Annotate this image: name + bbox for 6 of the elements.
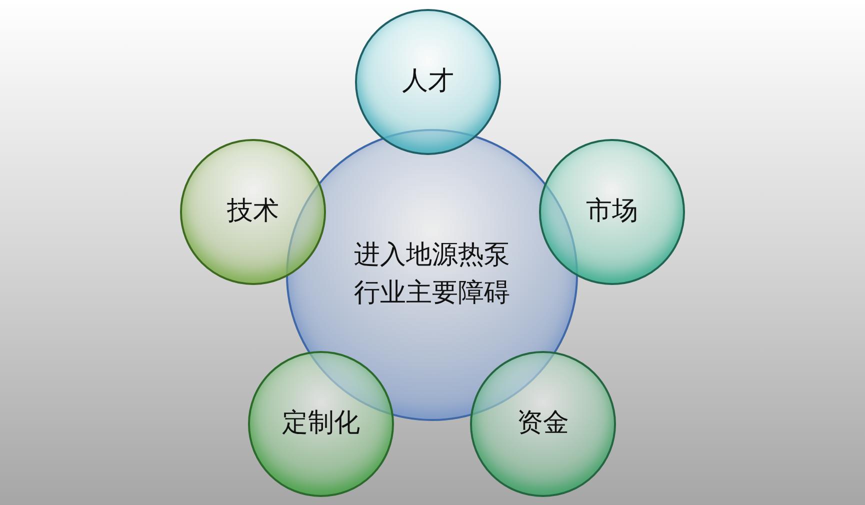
circle-label: 进入地源热泵行业主要障碍 xyxy=(352,239,511,310)
circle-label: 市场 xyxy=(586,195,638,228)
circle-label: 技术 xyxy=(227,195,279,228)
circle-label: 定制化 xyxy=(282,407,360,440)
circle-label: 资金 xyxy=(517,407,569,440)
circle-label: 人才 xyxy=(402,65,454,98)
